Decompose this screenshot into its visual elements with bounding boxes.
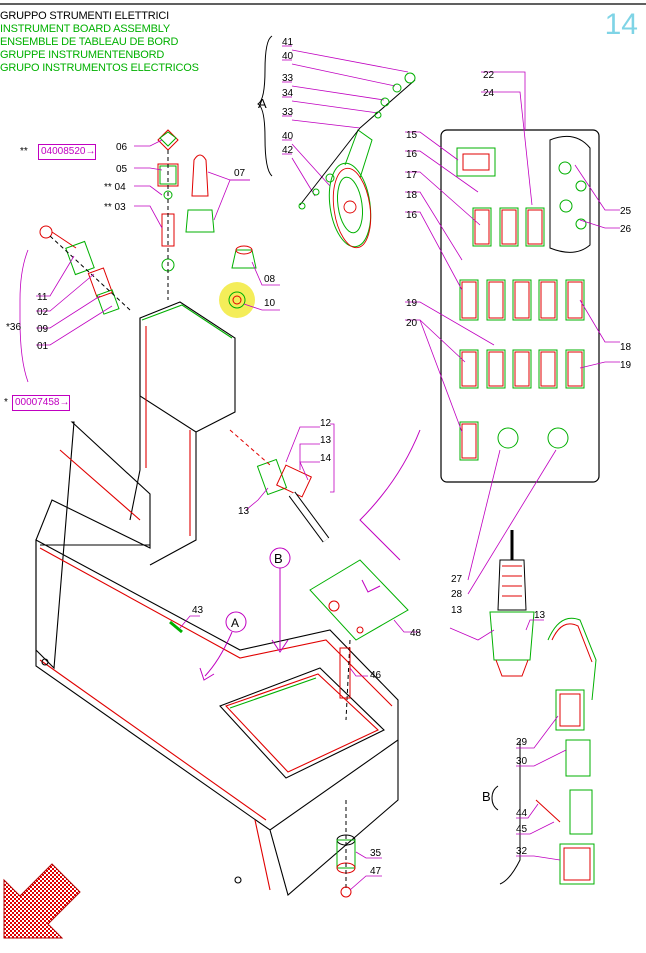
detail-a-top-label: A bbox=[258, 96, 267, 111]
ref2-mark: * bbox=[4, 397, 8, 408]
part-16a-label: 16 bbox=[406, 149, 418, 160]
part-19b-label: 19 bbox=[406, 298, 418, 309]
part-33a-label: 33 bbox=[282, 73, 294, 84]
part-24-label: 24 bbox=[483, 88, 495, 99]
part-44-label: 44 bbox=[516, 808, 528, 819]
corner-arrow-icon[interactable] bbox=[3, 863, 81, 939]
part-18b-label: 18 bbox=[620, 342, 632, 353]
ref1-code-box[interactable]: 04008520→ bbox=[38, 144, 96, 160]
part-13d-label: 13 bbox=[534, 610, 546, 621]
part-02-label: 02 bbox=[37, 307, 49, 318]
title-es: GRUPO INSTRUMENTOS ELECTRICOS bbox=[0, 62, 199, 74]
part-34-label: 34 bbox=[282, 88, 294, 99]
detail-b-main-label: B bbox=[274, 551, 283, 566]
part-42-label: 42 bbox=[282, 145, 294, 156]
part-20-label: 20 bbox=[406, 318, 418, 329]
stalk-switch bbox=[229, 429, 330, 543]
part-46-label: 46 bbox=[370, 670, 382, 681]
part-11-label: 11 bbox=[37, 292, 48, 303]
ref2-code: 00007458 bbox=[15, 397, 60, 408]
ref2-code-box[interactable]: 00007458→ bbox=[12, 395, 70, 411]
part-09-label: 09 bbox=[37, 324, 49, 335]
part-15-label: 15 bbox=[406, 130, 418, 141]
part-16b-label: 16 bbox=[406, 210, 418, 221]
part-01-label: 01 bbox=[37, 341, 49, 352]
part-28-label: 28 bbox=[451, 589, 463, 600]
detail-a-main-label: A bbox=[231, 616, 239, 630]
part-14-label: 14 bbox=[320, 453, 332, 464]
bottom-bushing bbox=[336, 800, 356, 898]
part-40b-label: 40 bbox=[282, 131, 294, 142]
part-12-label: 12 bbox=[320, 418, 332, 429]
control-panel bbox=[440, 129, 600, 483]
part-26-label: 26 bbox=[620, 224, 632, 235]
part-06-label: 06 bbox=[116, 142, 128, 153]
dashboard-housing bbox=[35, 301, 399, 896]
title-en: INSTRUMENT BOARD ASSEMBLY bbox=[0, 23, 171, 35]
part-35-label: 35 bbox=[370, 848, 382, 859]
detail-b-detail-label: B bbox=[482, 789, 491, 804]
part-13b-label: 13 bbox=[238, 506, 250, 517]
part-33b-label: 33 bbox=[282, 107, 294, 118]
part-29-label: 29 bbox=[516, 737, 528, 748]
part-13a-label: 13 bbox=[320, 435, 332, 446]
highlight-marker bbox=[219, 282, 255, 318]
part-18a-label: 18 bbox=[406, 190, 418, 201]
part-45-label: 45 bbox=[516, 824, 528, 835]
joystick bbox=[489, 530, 535, 677]
part-19a-label: 19 bbox=[620, 360, 632, 371]
page-number: 14 bbox=[604, 8, 638, 41]
part-27-label: 27 bbox=[451, 574, 463, 585]
part-48-label: 48 bbox=[410, 628, 422, 639]
part-22-label: 22 bbox=[483, 70, 495, 81]
ref2-arrow: → bbox=[59, 397, 70, 408]
key-switch-parts bbox=[39, 129, 215, 315]
detail-b-lever bbox=[499, 617, 597, 885]
part-05-label: 05 bbox=[116, 164, 128, 175]
detail-a-horn bbox=[256, 35, 416, 249]
ref1-code: 04008520 bbox=[41, 146, 86, 157]
part-10-label: 10 bbox=[264, 298, 276, 309]
part-03-label: ** 03 bbox=[104, 202, 126, 213]
part-41-label: 41 bbox=[282, 37, 294, 48]
part-08-label: 08 bbox=[264, 274, 276, 285]
part-04-label: ** 04 bbox=[104, 182, 126, 193]
title-it: GRUPPO STRUMENTI ELETTRICI bbox=[0, 10, 169, 22]
part-43-label: 43 bbox=[192, 605, 204, 616]
knob-parts bbox=[228, 245, 257, 309]
part-30-label: 30 bbox=[516, 756, 528, 767]
detail-a-brace bbox=[256, 35, 273, 177]
callouts bbox=[169, 429, 421, 721]
part-13c-label: 13 bbox=[451, 605, 463, 616]
part-40a-label: 40 bbox=[282, 51, 294, 62]
title-de: GRUPPE INSTRUMENTENBORD bbox=[0, 49, 165, 61]
ref1-arrow: → bbox=[85, 146, 96, 157]
part-17-label: 17 bbox=[406, 170, 418, 181]
ref1-mark: ** bbox=[20, 146, 28, 157]
title-fr: ENSEMBLE DE TABLEAU DE BORD bbox=[0, 36, 179, 48]
part-25-label: 25 bbox=[620, 206, 632, 217]
part-32-label: 32 bbox=[516, 846, 528, 857]
part-07-label: 07 bbox=[234, 168, 246, 179]
part-36-label: *36 bbox=[6, 322, 21, 333]
part-47-label: 47 bbox=[370, 866, 382, 877]
